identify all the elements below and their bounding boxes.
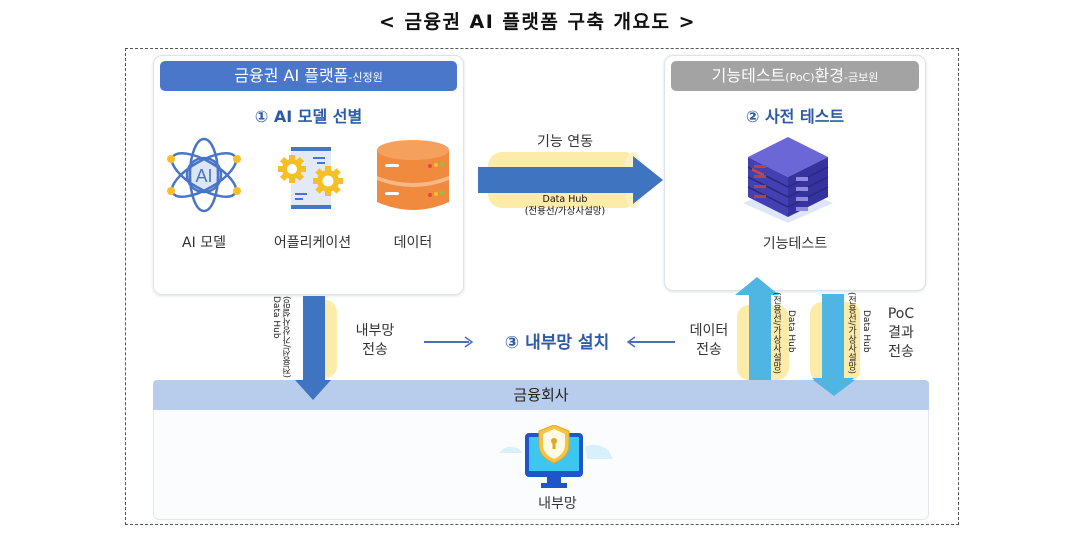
poc-header-poc: (PoC) bbox=[785, 71, 815, 84]
step-1-title: ① AI 모델 선별 bbox=[254, 107, 363, 126]
outer-dashed-frame bbox=[125, 48, 959, 525]
diagram-title: < 금융권 AI 플랫폼 구축 개요도 > bbox=[378, 11, 697, 33]
data-hub-pipe bbox=[478, 152, 663, 208]
data-label: 데이터 bbox=[393, 235, 433, 251]
poc-result-pipe bbox=[810, 294, 860, 396]
data-hub-title: Data Hub bbox=[786, 310, 796, 353]
ai-model-label: AI 모델 bbox=[182, 235, 226, 251]
internal-transfer-label: 내부망 전송 bbox=[345, 322, 405, 360]
application-gears-icon bbox=[278, 147, 343, 209]
server-stack-icon bbox=[743, 137, 833, 223]
poc-hub-title: Data Hub bbox=[861, 310, 871, 353]
data-transfer-label-1: 데이터 bbox=[689, 323, 729, 339]
ai-platform-header-suffix: -신정원 bbox=[348, 71, 383, 84]
poc-result-label-2: 결과 bbox=[888, 325, 914, 341]
link-hub-text: Data Hub (전용선/가상사설망) bbox=[490, 194, 640, 218]
poc-hub-subtitle: (전용선/가상사설망) bbox=[846, 292, 856, 375]
down-arrow-left bbox=[293, 296, 337, 400]
data-hub-subtitle: (전용선/가상사설망) bbox=[771, 292, 781, 375]
link-hub-subtitle: (전용선/가상사설망) bbox=[524, 206, 606, 217]
left-hub-title: Data Hub bbox=[271, 296, 281, 339]
poc-header-main2: 환경 bbox=[814, 66, 844, 85]
poc-header-main: 기능테스트 bbox=[711, 66, 786, 85]
poc-header-suffix: -금보원 bbox=[843, 71, 879, 84]
step-2-title: ② 사전 테스트 bbox=[745, 107, 845, 126]
down-arrowhead-poc bbox=[813, 380, 855, 396]
step-3-title: ③ 내부망 설치 bbox=[504, 333, 610, 353]
ai-platform-header-main: 금융권 AI 플랫폼 bbox=[234, 66, 349, 85]
down-arrowhead-left bbox=[295, 380, 331, 400]
arrowhead-right-icon bbox=[464, 336, 474, 348]
poc-result-label: PoC 결과 전송 bbox=[876, 305, 926, 362]
arrow-to-step3-right bbox=[628, 341, 675, 343]
secure-computer-icon bbox=[499, 425, 613, 488]
function-test-label: 기능테스트 bbox=[762, 236, 828, 252]
data-transfer-label-2: 전송 bbox=[696, 342, 722, 358]
application-label: 어플리케이션 bbox=[273, 235, 352, 251]
internal-transfer-pipe bbox=[293, 296, 337, 400]
link-hub-title: Data Hub bbox=[542, 194, 588, 205]
down-arrow-poc bbox=[812, 294, 854, 396]
poc-result-label-1: PoC bbox=[887, 306, 915, 322]
internal-network-label: 내부망 bbox=[538, 496, 577, 512]
poc-environment-header: 기능테스트(PoC)환경-금보원 bbox=[671, 61, 919, 91]
internal-transfer-label-2: 전송 bbox=[362, 342, 388, 358]
data-transfer-label: 데이터 전송 bbox=[684, 322, 734, 360]
database-icon bbox=[377, 140, 449, 210]
internal-transfer-label-1: 내부망 bbox=[355, 323, 395, 339]
function-link-label: 기능 연동 bbox=[537, 134, 593, 150]
ai-platform-header: 금융권 AI 플랫폼-신정원 bbox=[160, 61, 457, 91]
up-arrow-data bbox=[735, 277, 779, 380]
left-hub-text: Data Hub bbox=[271, 296, 281, 376]
svg-text:AI: AI bbox=[195, 166, 212, 186]
poc-result-label-3: 전송 bbox=[888, 344, 914, 360]
ai-atom-icon: AI bbox=[167, 137, 241, 213]
arrow-to-step3-left bbox=[424, 341, 469, 343]
data-transfer-pipe bbox=[735, 277, 789, 380]
financial-company-bar: 금융회사 bbox=[153, 380, 929, 410]
left-hub-subtitle: (전용선/가상사설망) bbox=[283, 295, 293, 378]
link-arrow bbox=[478, 156, 663, 204]
